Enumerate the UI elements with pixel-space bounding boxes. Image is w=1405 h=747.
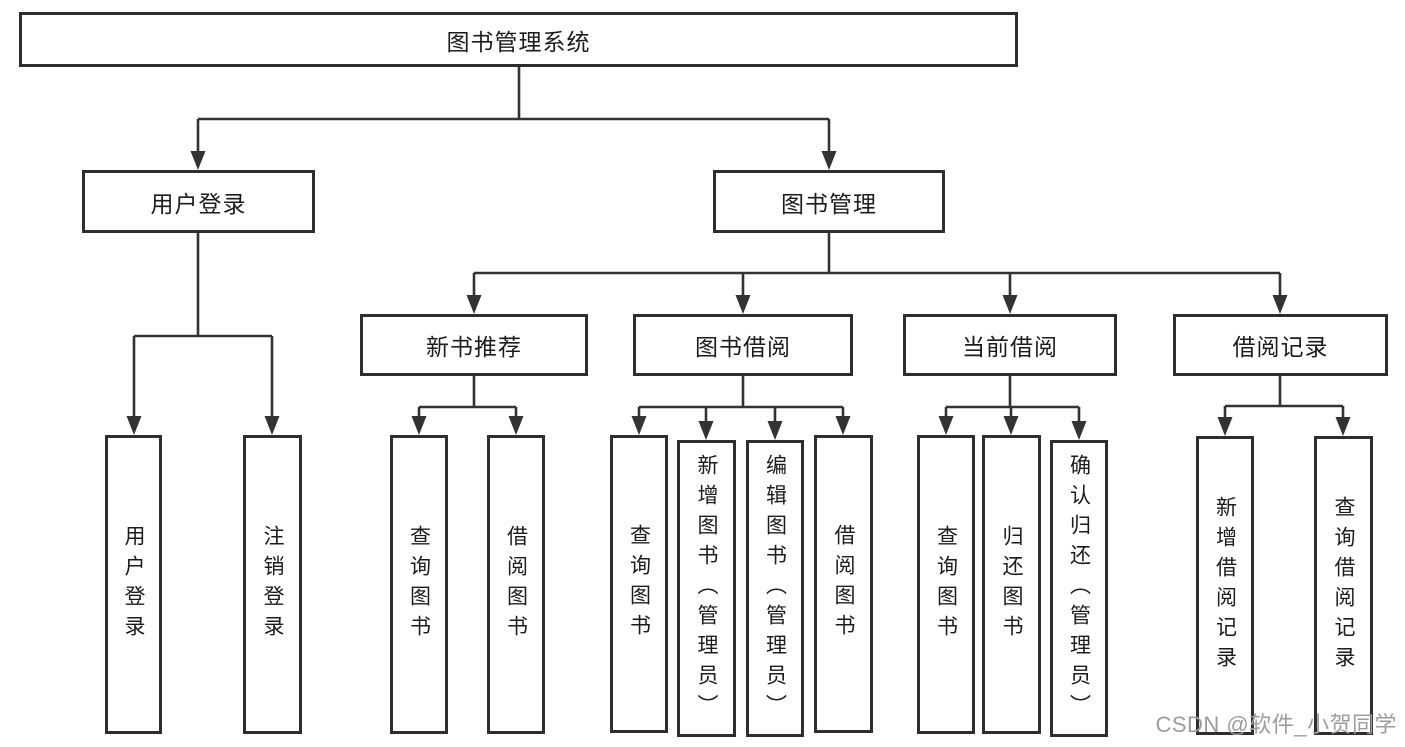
leaf-query-books-recommend: 查询图书 — [390, 435, 448, 734]
leaf-user-login: 用户登录 — [105, 435, 162, 734]
node-label: 借阅记录 — [1232, 334, 1329, 360]
node-label: 当前借阅 — [962, 334, 1058, 360]
node-label: 图书管理 — [781, 190, 877, 217]
leaf-query-books-borrow: 查询图书 — [610, 435, 668, 733]
leaf-label: 新增图书（管理员） — [695, 453, 718, 724]
leaf-query-borrow-record: 查询借阅记录 — [1314, 436, 1373, 735]
leaf-label: 新增借阅记录 — [1213, 495, 1237, 676]
leaf-add-borrow-record: 新增借阅记录 — [1196, 436, 1254, 735]
node-label: 图书借阅 — [695, 334, 791, 360]
node-library-management-system: 图书管理系统 — [19, 12, 1018, 67]
leaf-label: 编辑图书（管理员） — [763, 453, 787, 724]
leaf-borrow-books-recommend: 借阅图书 — [487, 435, 545, 734]
leaf-label: 用户登录 — [122, 524, 145, 645]
leaf-add-book-admin: 新增图书（管理员） — [677, 440, 736, 737]
node-label: 图书管理系统 — [446, 28, 591, 55]
leaf-label: 确认归还（管理员） — [1067, 453, 1091, 724]
node-book-management: 图书管理 — [713, 170, 945, 233]
leaf-label: 查询借阅记录 — [1332, 495, 1355, 676]
node-user-login: 用户登录 — [82, 170, 315, 233]
leaf-label: 查询图书 — [407, 524, 431, 645]
leaf-confirm-return-admin: 确认归还（管理员） — [1050, 440, 1108, 737]
leaf-label: 借阅图书 — [504, 524, 528, 645]
node-label: 新书推荐 — [426, 334, 522, 360]
leaf-query-books-current: 查询图书 — [917, 435, 975, 734]
node-new-book-recommendation: 新书推荐 — [360, 314, 588, 376]
node-current-borrowing: 当前借阅 — [903, 314, 1117, 376]
node-label: 用户登录 — [150, 190, 247, 217]
leaf-label: 归还图书 — [1000, 524, 1023, 645]
leaf-borrow-books: 借阅图书 — [814, 435, 873, 733]
leaf-label: 查询图书 — [627, 524, 651, 644]
leaf-label: 借阅图书 — [832, 524, 855, 644]
leaf-logout: 注销登录 — [243, 435, 302, 734]
leaf-edit-book-admin: 编辑图书（管理员） — [746, 440, 804, 737]
leaf-label: 查询图书 — [934, 524, 958, 645]
leaf-return-books: 归还图书 — [982, 435, 1041, 734]
node-book-borrowing: 图书借阅 — [633, 314, 853, 376]
node-borrowing-records: 借阅记录 — [1173, 314, 1388, 376]
watermark: CSDN @软件_小贺同学 — [1155, 712, 1397, 737]
leaf-label: 注销登录 — [261, 524, 284, 645]
